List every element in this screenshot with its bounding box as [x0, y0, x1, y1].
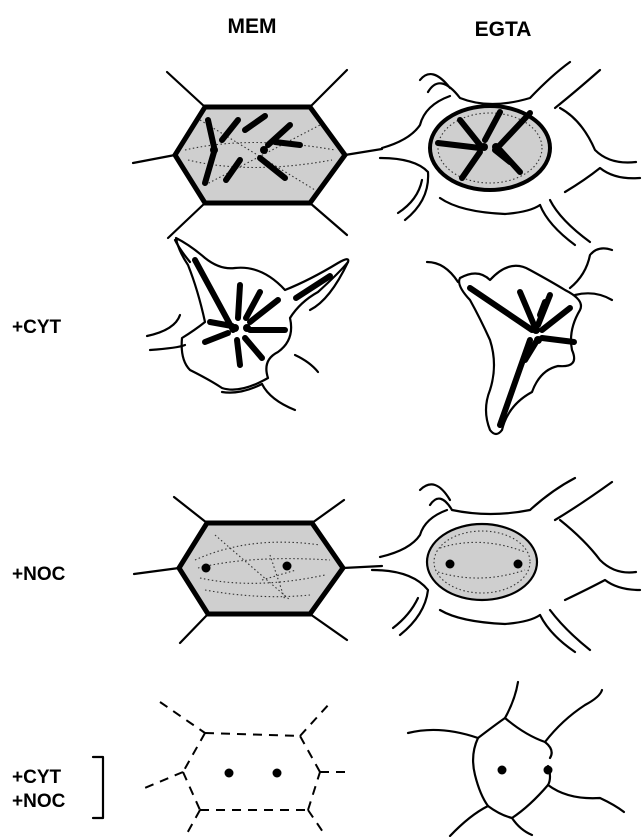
column-header-mem: MEM	[228, 15, 277, 38]
cell-mem-cyt	[147, 238, 348, 410]
cell-mem-cyt-noc	[140, 702, 345, 837]
cell-mem-noc	[134, 497, 382, 643]
cell-egta-cyt	[427, 248, 612, 434]
row-label-cyt-noc-line1: +CYT	[12, 767, 61, 788]
row-label-noc: +NOC	[12, 564, 66, 585]
row-label-cyt-noc-line2: +NOC	[12, 791, 66, 812]
cell-egta-cyt-noc	[408, 682, 624, 836]
cell-mem-control	[133, 70, 382, 238]
cell-egta-control	[380, 62, 640, 245]
row-label-cyt: +CYT	[12, 317, 61, 338]
bracket	[93, 757, 103, 818]
column-header-egta: EGTA	[475, 18, 532, 41]
cell-egta-noc	[372, 478, 640, 652]
